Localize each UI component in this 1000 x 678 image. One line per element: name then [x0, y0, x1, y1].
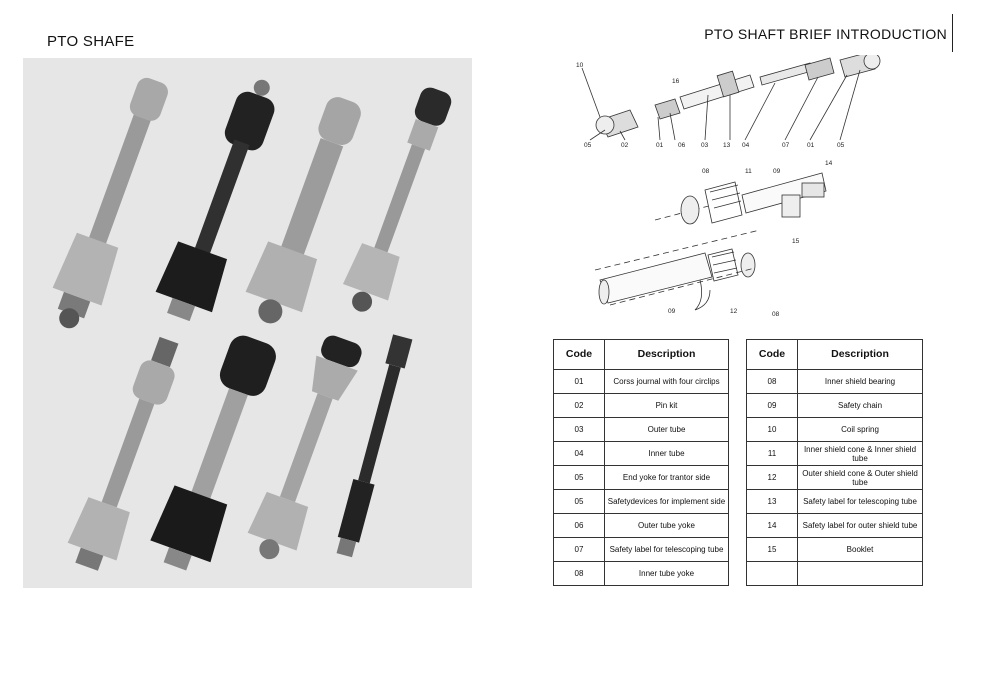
- code-cell: 15: [746, 537, 798, 562]
- callout-label: 15: [792, 238, 800, 245]
- product-photo-panel: [23, 58, 472, 588]
- pto-shaft-image-8: [336, 334, 413, 558]
- callout-label: 16: [672, 78, 680, 85]
- code-cell: 08: [746, 369, 798, 394]
- code-cell: [746, 561, 798, 586]
- callout-label: 03: [701, 142, 709, 149]
- page-title-right: PTO SHAFT BRIEF INTRODUCTION: [704, 26, 947, 42]
- code-cell: 13: [746, 489, 798, 514]
- description-cell: Pin kit: [604, 393, 729, 418]
- callout-label: 01: [656, 142, 664, 149]
- callout-label: 08: [772, 311, 780, 318]
- table-header-row: Code Description: [553, 339, 729, 370]
- description-cell: Inner tube: [604, 441, 729, 466]
- title-divider: [952, 14, 953, 52]
- code-cell: 14: [746, 513, 798, 538]
- code-cell: 08: [553, 561, 605, 586]
- description-cell: Corss journal with four circlips: [604, 369, 729, 394]
- description-cell: Booklet: [797, 537, 923, 562]
- callout-label: 09: [668, 308, 676, 315]
- code-cell: 02: [553, 393, 605, 418]
- callout-label: 01: [807, 142, 815, 149]
- callout-label: 12: [730, 308, 738, 315]
- pto-shaft-image-4: [342, 87, 452, 312]
- description-cell: Safety label for outer shield tube: [797, 513, 923, 538]
- pto-shaft-image-5: [67, 336, 179, 571]
- pto-shaft-photos: [52, 77, 452, 571]
- table-row: [746, 561, 923, 586]
- description-cell: Outer shield cone & Outer shield tube: [797, 465, 923, 490]
- code-header: Code: [553, 339, 605, 370]
- code-cell: 09: [746, 393, 798, 418]
- description-cell: Coil spring: [797, 417, 923, 442]
- description-header: Description: [604, 339, 729, 370]
- callout-label: 04: [742, 142, 750, 149]
- description-cell: Safety label for telescoping tube: [604, 537, 729, 562]
- description-cell: [797, 561, 923, 586]
- description-cell: End yoke for trantor side: [604, 465, 729, 490]
- description-cell: Safetydevices for implement side: [604, 489, 729, 514]
- pto-shaft-image-7: [247, 335, 362, 560]
- description-cell: Inner shield cone & Inner shield tube: [797, 441, 923, 466]
- pto-shaft-image-3: [245, 97, 361, 324]
- callout-label: 06: [678, 142, 686, 149]
- description-cell: Inner shield bearing: [797, 369, 923, 394]
- page-title-left: PTO SHAFE: [47, 33, 135, 50]
- code-cell: 11: [746, 441, 798, 466]
- pto-shaft-image-6: [150, 335, 276, 571]
- pto-shaft-image-1: [52, 77, 168, 329]
- code-cell: 03: [553, 417, 605, 442]
- callout-label: 05: [584, 142, 592, 149]
- callout-label: 09: [773, 168, 781, 175]
- description-cell: Safety label for telescoping tube: [797, 489, 923, 514]
- description-header: Description: [797, 339, 923, 370]
- code-cell: 07: [553, 537, 605, 562]
- exploded-diagram: 10 16 05 02 01 06 03 13 04 07 01 05 08 1…: [576, 55, 881, 318]
- code-cell: 12: [746, 465, 798, 490]
- description-cell: Inner tube yoke: [604, 561, 729, 586]
- callout-label: 02: [621, 142, 629, 149]
- pto-shaft-image-2: [155, 79, 275, 322]
- callout-label: 11: [745, 168, 752, 175]
- code-cell: 10: [746, 417, 798, 442]
- description-cell: Outer tube: [604, 417, 729, 442]
- callout-label: 05: [837, 142, 845, 149]
- callout-label: 07: [782, 142, 790, 149]
- code-cell: 05: [553, 465, 605, 490]
- code-cell: 04: [553, 441, 605, 466]
- code-cell: 01: [553, 369, 605, 394]
- callout-label: 10: [576, 62, 584, 69]
- table-header-row: Code Description: [746, 339, 923, 370]
- callout-label: 14: [825, 160, 833, 167]
- code-cell: 06: [553, 513, 605, 538]
- description-cell: Safety chain: [797, 393, 923, 418]
- callout-label: 08: [702, 168, 710, 175]
- description-cell: Outer tube yoke: [604, 513, 729, 538]
- code-cell: 05: [553, 489, 605, 514]
- callout-label: 13: [723, 142, 731, 149]
- code-header: Code: [746, 339, 798, 370]
